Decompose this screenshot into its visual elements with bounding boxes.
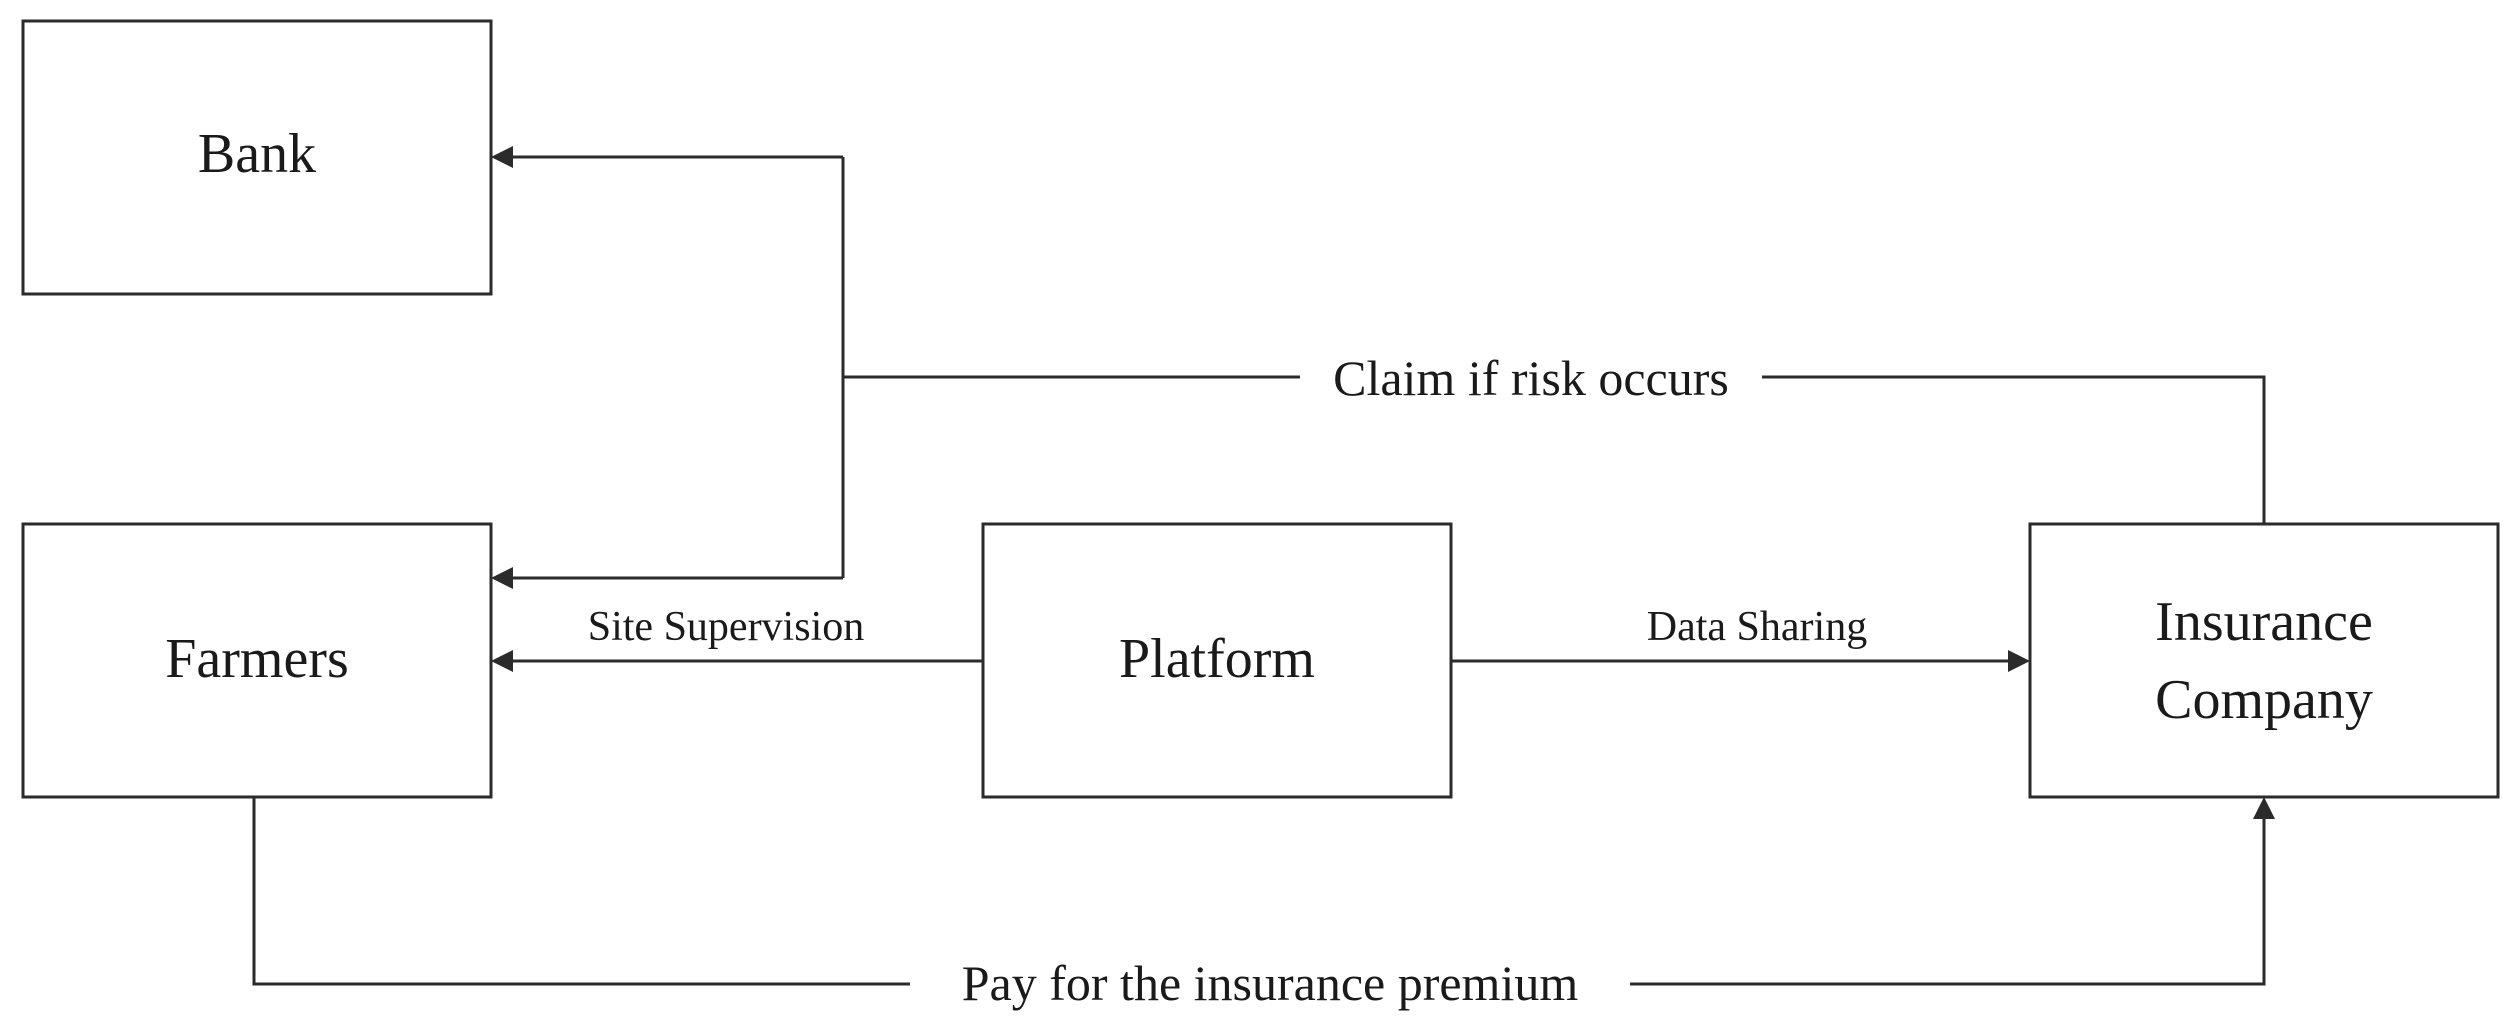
insurance-label-line1: Insurance <box>2155 591 2373 653</box>
premium-label: Pay for the insurance premium <box>962 955 1579 1011</box>
arrow-to-insurance-premium <box>2253 797 2275 819</box>
platform-label: Platform <box>1119 628 1315 690</box>
site-supervision-label: Site Supervision <box>588 604 865 650</box>
data-sharing-label: Data Sharing <box>1647 604 1867 650</box>
claim-label-bg <box>1300 349 1762 405</box>
insurance-company-box <box>2028 522 2500 799</box>
arrow-to-insurance-data <box>2008 650 2030 672</box>
arrow-to-farmers-claim <box>491 567 513 589</box>
farmers-box <box>21 522 493 799</box>
insurance-label-line2: Company <box>2155 669 2373 731</box>
arrow-to-bank <box>491 146 513 168</box>
platform-box <box>981 522 1453 799</box>
farmers-label: Farmers <box>165 628 349 690</box>
bank-label: Bank <box>198 123 316 185</box>
claim-label: Claim if risk occurs <box>1333 350 1729 406</box>
premium-label-bg <box>910 956 1630 1012</box>
bank-box <box>21 19 493 296</box>
arrow-to-farmers-supervision <box>491 650 513 672</box>
